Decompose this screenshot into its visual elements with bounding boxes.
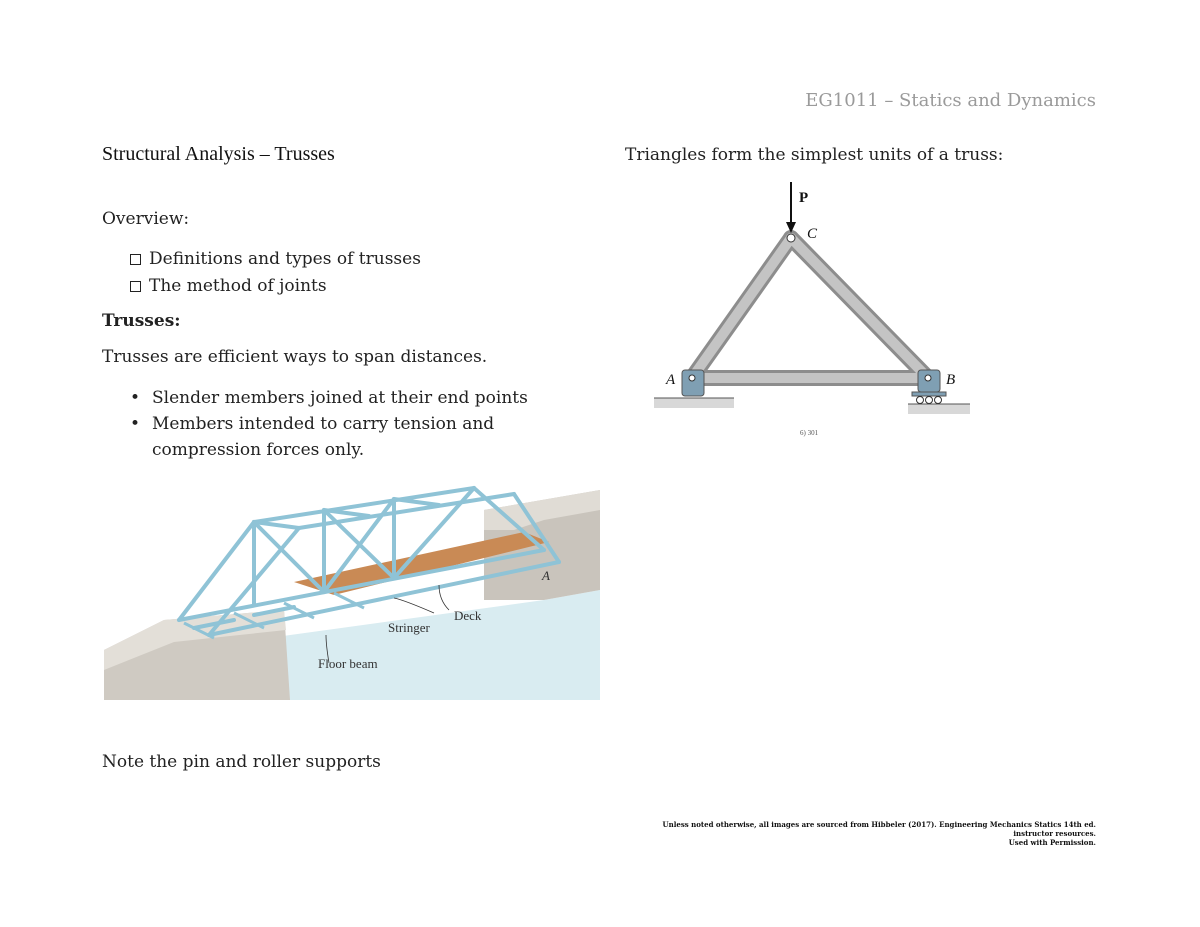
apex-label: C <box>807 226 818 242</box>
overview-list: Definitions and types of trusses The met… <box>130 246 421 300</box>
list-item: • Members intended to carry tension and … <box>130 411 570 463</box>
credit-line-1: Unless noted otherwise, all images are s… <box>662 820 1096 838</box>
page-title: Structural Analysis – Trusses <box>102 143 335 165</box>
bullet-icon: • <box>130 414 141 434</box>
list-item: The method of joints <box>130 273 421 300</box>
load-label: P <box>799 190 808 206</box>
overview-label: Overview: <box>102 209 190 229</box>
trusses-bullets: • Slender members joined at their end po… <box>130 385 570 463</box>
list-item-text: Members intended to carry tension and co… <box>152 414 495 460</box>
checkbox-icon <box>130 281 141 292</box>
bridge-truss-illustration: Deck Stringer Floor beam A <box>104 486 600 700</box>
deck-shape <box>294 532 549 595</box>
ground-right <box>908 404 970 414</box>
deck-leader <box>438 584 450 611</box>
stringer-leader <box>393 597 435 614</box>
list-item-text: The method of joints <box>149 276 327 296</box>
credit-line-2: Used with Permission. <box>1008 838 1096 847</box>
truss-members <box>177 486 561 637</box>
ground-left <box>654 398 734 408</box>
left-node-label: A <box>665 372 676 388</box>
course-header: EG1011 – Statics and Dynamics <box>805 90 1096 111</box>
floor-beam-label: Floor beam <box>318 656 378 671</box>
pin-support-a <box>681 369 705 397</box>
triangle-truss-diagram: P C A B 6) 301 <box>654 182 970 437</box>
floor-beams <box>183 591 365 640</box>
list-item-text: Slender members joined at their end poin… <box>152 388 528 408</box>
support-label: A <box>541 568 550 583</box>
trusses-intro: Trusses are efficient ways to span dista… <box>102 347 488 367</box>
right-node-label: B <box>946 372 955 388</box>
image-credit: Unless noted otherwise, all images are s… <box>656 820 1096 847</box>
deck-label: Deck <box>454 608 482 623</box>
arrow-head-icon <box>786 222 796 233</box>
checkbox-icon <box>130 254 141 265</box>
pin-c <box>786 233 796 243</box>
list-item-text: Definitions and types of trusses <box>149 249 421 269</box>
floor-beam-leader <box>325 634 330 664</box>
stringer-label: Stringer <box>388 620 431 635</box>
note-text: Note the pin and roller supports <box>102 752 381 772</box>
list-item: Definitions and types of trusses <box>130 246 421 273</box>
list-item: • Slender members joined at their end po… <box>130 385 570 411</box>
bullet-icon: • <box>130 388 141 408</box>
figure-number: 6) 301 <box>800 429 819 437</box>
right-caption: Triangles form the simplest units of a t… <box>625 145 1004 165</box>
trusses-heading: Trusses: <box>102 311 181 331</box>
